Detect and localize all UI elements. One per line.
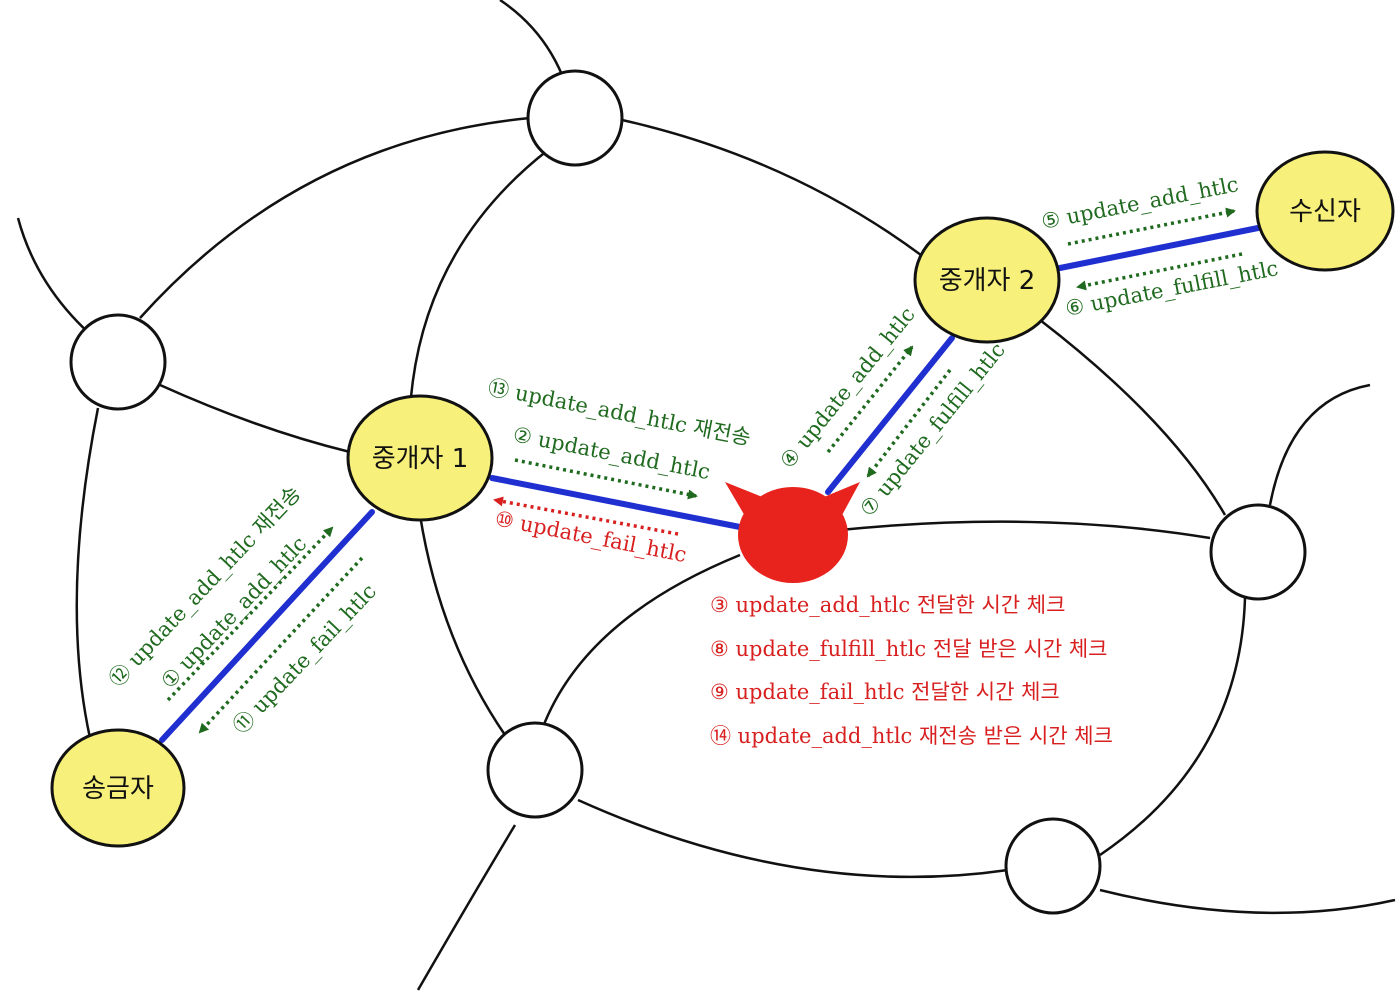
- arrow-m2: [514, 458, 698, 500]
- note-14: ⑭ update_add_htlc 재전송 받은 시간 체크: [710, 724, 1113, 748]
- arrow-m11: [198, 556, 364, 734]
- arrow-m1: [166, 526, 334, 702]
- empty-node: [526, 69, 624, 167]
- channel-attacker-relay2: [825, 335, 955, 495]
- label-m6: ⑥ update_fulfill_htlc: [1063, 256, 1280, 321]
- edge: [1268, 383, 1371, 506]
- label-m5: ⑤ update_add_htlc: [1039, 172, 1240, 234]
- relay2-label: 중개자 2: [939, 266, 1036, 296]
- empty-node: [1004, 817, 1102, 915]
- attacker-head: [738, 487, 848, 583]
- edge: [577, 798, 1009, 879]
- network-edges: [16, 0, 1396, 991]
- empty-nodes: [69, 69, 1307, 915]
- participant-nodes: [50, 150, 1395, 848]
- edge: [538, 553, 741, 736]
- sender-label: 송금자: [82, 774, 154, 804]
- payment-path: [159, 225, 1261, 743]
- empty-node: [1209, 503, 1307, 601]
- attacker-notes: ③ update_add_htlc 전달한 시간 체크 ⑧ update_ful…: [710, 593, 1113, 748]
- label-m10: ⑩ update_fail_htlc: [493, 506, 688, 567]
- relay2-node: [913, 216, 1061, 344]
- sender-node: [50, 728, 186, 848]
- edge: [418, 514, 507, 736]
- note-3: ③ update_add_htlc 전달한 시간 체크: [710, 593, 1065, 617]
- arrow-m4: [826, 345, 914, 454]
- edge: [621, 118, 939, 269]
- edge: [416, 824, 517, 991]
- arrow-m7: [866, 368, 952, 478]
- edge: [1099, 597, 1247, 857]
- arrow-m5: [1067, 207, 1236, 246]
- edge: [408, 149, 549, 411]
- attacker-left-horn: [725, 482, 775, 528]
- edge: [1039, 319, 1227, 516]
- arrow-m10: [493, 496, 679, 536]
- edge: [75, 407, 100, 739]
- channel-relay2-receiver: [1057, 225, 1261, 271]
- edge: [139, 116, 531, 319]
- note-9: ⑨ update_fail_htlc 전달한 시간 체크: [710, 680, 1060, 704]
- receiver-label: 수신자: [1289, 197, 1361, 227]
- attacker-right-horn: [812, 482, 860, 528]
- receiver-node: [1255, 150, 1395, 272]
- relay1-label: 중개자 1: [372, 444, 469, 474]
- channel-relay1-attacker: [489, 475, 748, 531]
- relay1-node: [346, 394, 494, 522]
- edge: [839, 520, 1211, 540]
- empty-node: [486, 721, 584, 819]
- channel-sender-relay1: [159, 509, 375, 743]
- label-m4: ④ update_add_htlc: [775, 302, 920, 473]
- edge: [1099, 888, 1396, 915]
- message-arrows: [166, 207, 1243, 734]
- empty-node: [69, 313, 167, 411]
- edge: [159, 383, 351, 454]
- attacker-icon: [725, 482, 860, 583]
- note-8: ⑧ update_fulfill_htlc 전달 받은 시간 체크: [710, 637, 1107, 661]
